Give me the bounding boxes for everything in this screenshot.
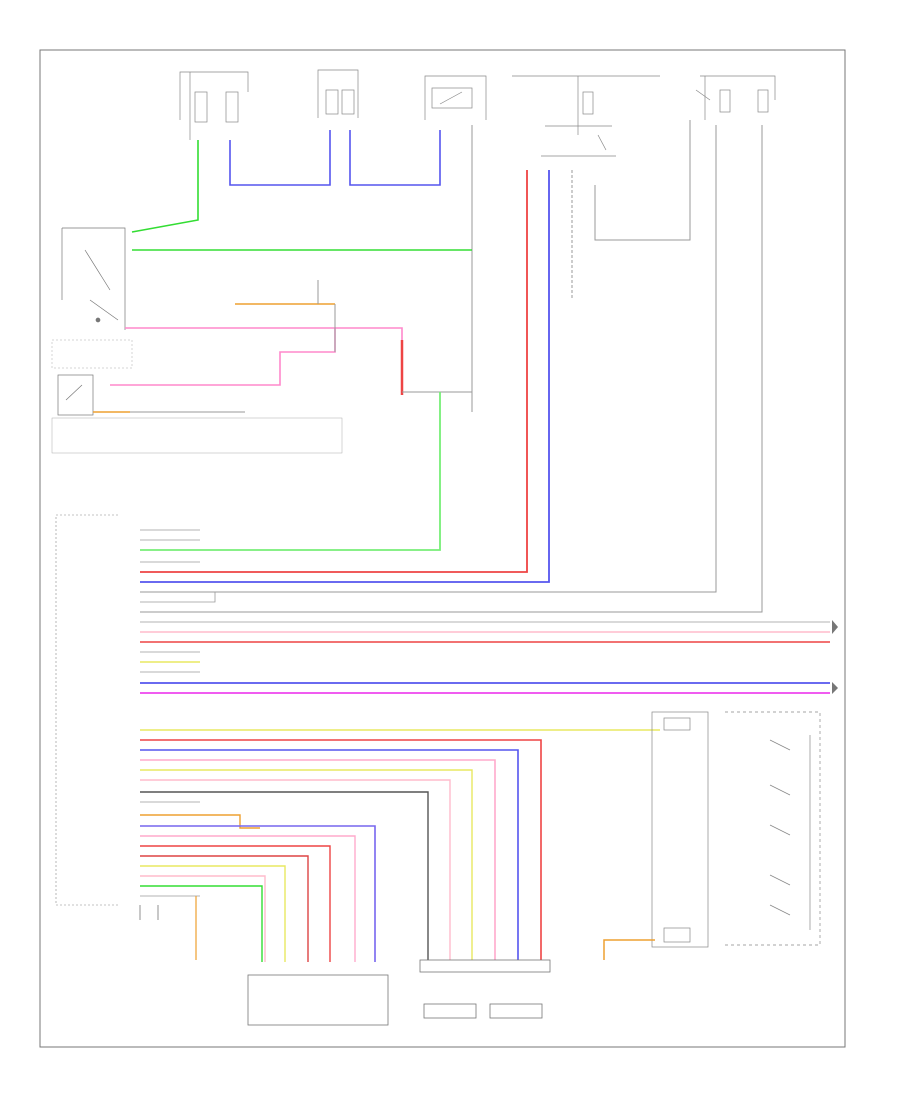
wire-ecm-lightpink-2 <box>140 875 266 962</box>
wire-ecm-yellow-2 <box>140 769 473 960</box>
relay-block-right <box>512 75 660 157</box>
wire-ecm-yellow-3 <box>140 865 286 962</box>
wire-ecm-pink-3 <box>140 835 356 962</box>
combination-switch <box>61 227 126 330</box>
wire-ecm-blue-1 <box>140 749 519 960</box>
fuse-block-right <box>695 75 776 120</box>
steering-pad-switch <box>725 711 821 946</box>
wire-blue-main <box>140 170 550 583</box>
wire-green-top <box>131 140 199 233</box>
wire-blue-loop-2 <box>349 130 441 186</box>
wire-ecm-purple <box>140 825 376 962</box>
wire-lightgreen-ecm <box>140 392 441 551</box>
wire-ecm-green-2 <box>140 885 263 962</box>
off-page-arrows <box>832 620 838 694</box>
wire-gray-right-2 <box>140 125 763 613</box>
spiral-cable <box>651 711 709 948</box>
wire-pink-1 <box>110 327 336 386</box>
wire-ecm-lightpink <box>140 779 451 960</box>
wire-ecm-red-4 <box>140 855 309 962</box>
wire-ecm-a4 <box>140 592 216 603</box>
fuse-block-2 <box>317 69 359 118</box>
wire-ecm-pink-1 <box>140 759 496 960</box>
transmission-switch-box <box>51 417 343 454</box>
throttle-body <box>247 974 389 1026</box>
wire-pink-2 <box>335 327 403 392</box>
wire-blue-loop-1 <box>229 130 331 186</box>
diagram-frame <box>39 49 846 1048</box>
fuse-block-3 <box>424 75 487 120</box>
combination-switch-box <box>51 339 133 369</box>
ecm <box>55 514 118 906</box>
transmission-switch <box>57 374 94 416</box>
wire-ecm-darkgray <box>140 791 429 960</box>
wire-ecm-orange-2 <box>140 814 260 829</box>
accel-pedal-sensor <box>419 959 551 1019</box>
wire-gray-relay-2 <box>594 120 691 241</box>
wire-ecm-red-3 <box>140 845 331 962</box>
fuse-block-1 <box>179 71 249 140</box>
wire-orange-spiral <box>603 939 655 960</box>
wire-red-main <box>140 170 528 573</box>
wire-gray-right-1 <box>140 125 717 593</box>
wire-ecm-red-1 <box>140 739 542 960</box>
